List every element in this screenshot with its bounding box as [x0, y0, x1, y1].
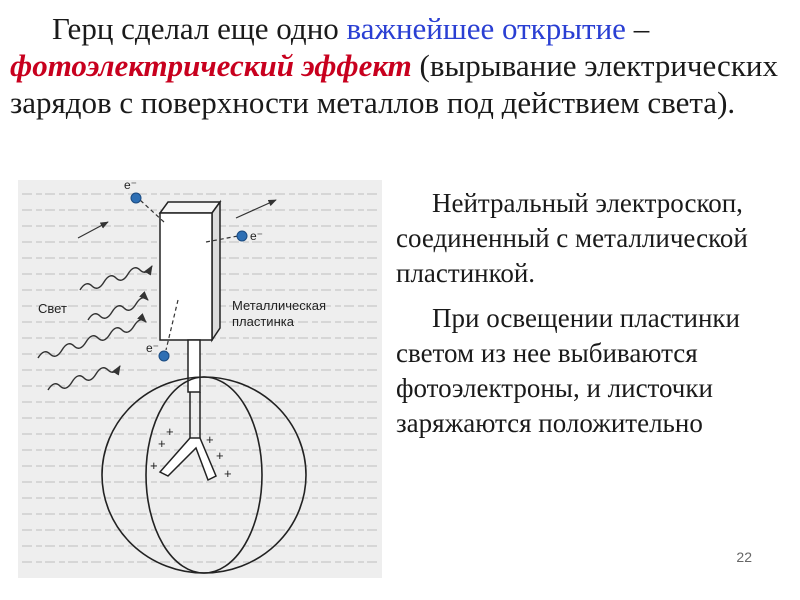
metal-plate: [158, 199, 222, 343]
electron-dot: [236, 230, 248, 242]
plus-sign: +: [158, 436, 166, 451]
plus-sign: +: [150, 458, 158, 473]
electron-paths: [139, 199, 239, 351]
plus-sign: +: [224, 466, 232, 481]
light-label: Свет: [38, 301, 67, 316]
emission-arrows: [77, 199, 277, 239]
electron-dot: [158, 350, 170, 362]
plate-label-line2: пластинка: [232, 314, 295, 329]
intro-text-start: Герц сделал еще одно: [52, 11, 347, 46]
electroscope-rod: [187, 339, 201, 393]
electroscope-housing: [101, 376, 307, 574]
side-paragraph-1: Нейтральный электроскоп, соединенный с м…: [396, 188, 748, 288]
electron-label: e⁻: [250, 229, 263, 243]
positive-charges: + + + + + +: [150, 424, 232, 481]
intro-text-rest: (вырывание электрических зарядов с повер…: [10, 48, 778, 120]
electrons: e⁻ e⁻ e⁻: [124, 180, 263, 362]
electron-label: e⁻: [146, 341, 159, 355]
electroscope-diagram: + + + + + + e⁻ e⁻: [22, 180, 378, 574]
electron-dot: [130, 192, 142, 204]
plate-label-line1: Металлическая: [232, 298, 326, 313]
plus-sign: +: [216, 448, 224, 463]
side-paragraph-2: При освещении пластинки светом из нее вы…: [396, 303, 740, 438]
intro-paragraph: Герц сделал еще одно важнейшее открытие …: [10, 10, 790, 121]
electroscope-leaves: [158, 392, 217, 482]
side-text: Нейтральный электроскоп, соединенный с м…: [396, 186, 796, 441]
intro-highlight: важнейшее открытие: [346, 11, 626, 46]
intro-term: фотоэлектрический эффект: [10, 48, 412, 83]
plus-sign: +: [166, 424, 174, 439]
intro-dash: –: [625, 11, 650, 46]
light-rays: [37, 265, 153, 391]
electroscope-figure: + + + + + + e⁻ e⁻: [18, 180, 382, 578]
electron-label: e⁻: [124, 180, 137, 192]
slide-number: 22: [736, 549, 752, 565]
plus-sign: +: [206, 432, 214, 447]
